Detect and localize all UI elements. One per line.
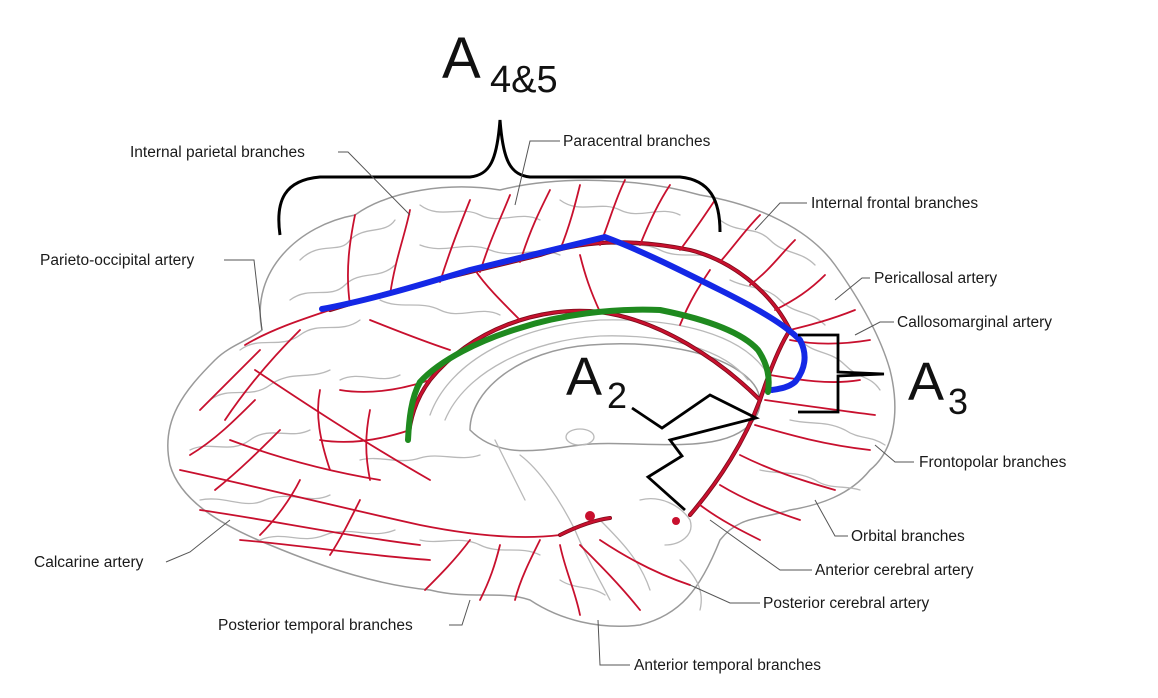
segment-label-a4-5: A 4&5 [442,26,558,101]
brain-outline [167,179,896,628]
label-anterior-temporal-branches: Anterior temporal branches [634,657,821,674]
leader-lines [165,140,914,666]
label-paracentral-branches: Paracentral branches [563,133,711,150]
svg-text:4&5: 4&5 [490,59,558,101]
a3-brace [798,333,885,414]
label-frontopolar-branches: Frontopolar branches [919,454,1067,471]
svg-text:A: A [566,347,602,407]
a4-5-brace [277,119,722,236]
label-posterior-cerebral-artery: Posterior cerebral artery [763,595,930,612]
a2-segment-overlay-green [405,306,772,443]
label-calcarine-artery: Calcarine artery [34,554,144,571]
segment-label-a3: A 3 [908,352,968,422]
artery-network [179,179,876,616]
a2-zigzag-marker [631,393,760,512]
svg-text:3: 3 [948,381,968,422]
svg-text:2: 2 [607,375,627,416]
a4-5-segment-overlay-blue [319,234,808,393]
label-posterior-temporal-branches: Posterior temporal branches [218,617,413,634]
anatomy-labels: Internal parietal branches Paracentral b… [34,133,1067,674]
label-orbital-branches: Orbital branches [851,528,965,545]
svg-text:A: A [908,352,944,412]
label-parieto-occipital-artery: Parieto-occipital artery [40,252,194,269]
label-internal-frontal-branches: Internal frontal branches [811,195,978,212]
svg-text:A: A [442,26,481,91]
label-internal-parietal-branches: Internal parietal branches [130,144,305,161]
label-callosomarginal-artery: Callosomarginal artery [897,314,1052,331]
label-pericallosal-artery: Pericallosal artery [874,270,997,287]
segment-label-a2: A 2 [566,347,627,416]
label-anterior-cerebral-artery: Anterior cerebral artery [815,562,974,579]
